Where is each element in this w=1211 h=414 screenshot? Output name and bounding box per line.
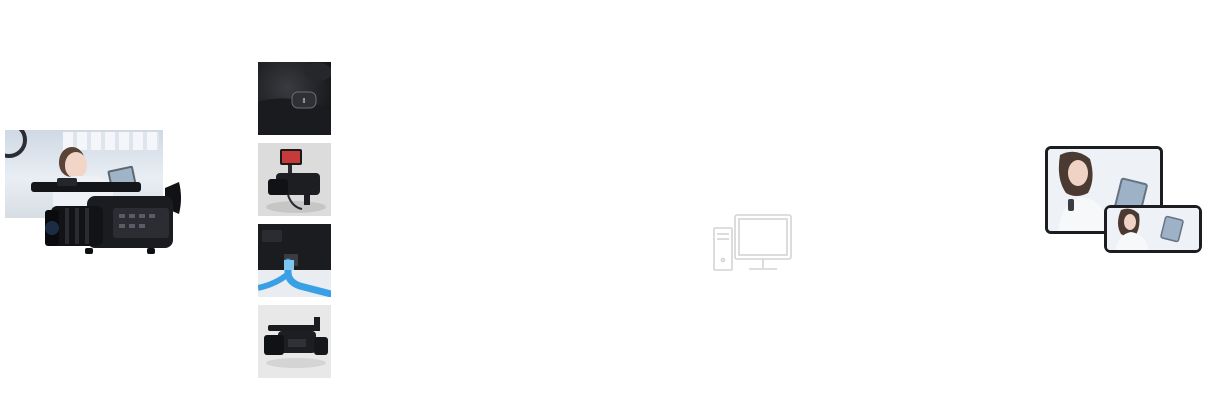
thumbnail-camera-side-view[interactable] — [258, 305, 331, 378]
thumbnail-list: Ⅱ — [258, 62, 331, 386]
hero-product-image — [5, 130, 183, 256]
camcorder-icon — [31, 178, 181, 254]
thumbnail-camera-button-closeup[interactable]: Ⅱ — [258, 62, 331, 135]
svg-text:Ⅱ: Ⅱ — [302, 98, 305, 105]
computer-icon — [713, 214, 792, 271]
thumbnail-camera-lan-port[interactable] — [258, 224, 331, 297]
streamer-scene-image — [5, 130, 163, 218]
device-showcase — [1045, 146, 1203, 254]
phone-screen-image — [1107, 208, 1199, 250]
thumbnail-camera-with-monitor[interactable] — [258, 143, 331, 216]
smartphone-icon — [1104, 205, 1202, 253]
